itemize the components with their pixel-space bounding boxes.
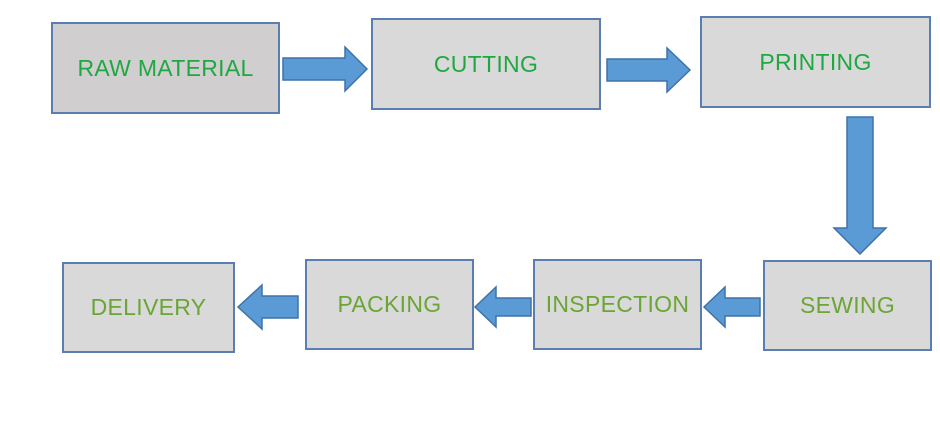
step-raw-material-box: RAW MATERIAL	[51, 22, 280, 114]
step-inspection-label: INSPECTION	[545, 291, 690, 317]
step-inspection-box: INSPECTION	[533, 259, 702, 350]
step-delivery-box: DELIVERY	[62, 262, 235, 353]
step-raw-material-label: RAW MATERIAL	[77, 54, 254, 81]
arrow-down-icon	[832, 116, 888, 256]
arrow-right-icon	[282, 45, 369, 93]
step-printing-box: PRINTING	[700, 16, 931, 108]
step-cutting-box: CUTTING	[371, 18, 601, 110]
step-delivery-label: DELIVERY	[90, 294, 207, 320]
arrow-left-icon	[702, 285, 761, 329]
arrow-left-icon	[236, 283, 299, 331]
step-packing-label: PACKING	[337, 291, 442, 317]
step-packing-box: PACKING	[305, 259, 474, 350]
step-sewing-box: SEWING	[763, 260, 932, 351]
arrow-left-icon	[473, 285, 532, 329]
step-printing-label: PRINTING	[759, 48, 872, 75]
step-sewing-label: SEWING	[799, 292, 896, 318]
step-cutting-label: CUTTING	[433, 50, 539, 77]
arrow-right-icon	[606, 46, 692, 94]
